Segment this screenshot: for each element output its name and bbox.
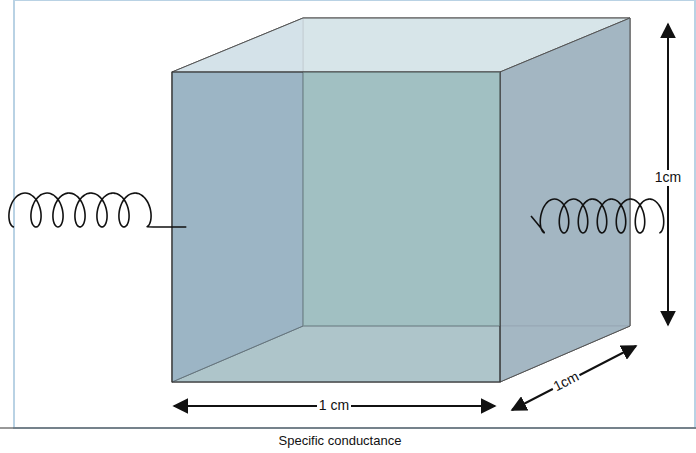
electrode-coils bbox=[9, 193, 664, 233]
front-overlap bbox=[303, 72, 500, 326]
coil-electrode bbox=[531, 199, 664, 233]
caption-rule bbox=[0, 428, 696, 429]
caption: Specific conductance bbox=[277, 434, 404, 448]
frame bbox=[14, 0, 695, 428]
coil-electrode bbox=[9, 193, 186, 227]
right-face bbox=[500, 18, 630, 382]
depth-arrow bbox=[512, 346, 636, 410]
dimension-label: 1cm bbox=[653, 170, 683, 185]
dimension-label: 1 cm bbox=[317, 398, 351, 413]
dimension-label: 1cm bbox=[549, 368, 583, 396]
front-face bbox=[172, 72, 500, 382]
